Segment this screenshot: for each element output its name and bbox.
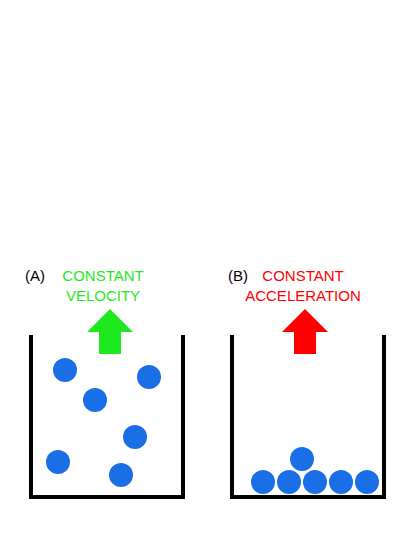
ball-group <box>46 358 161 487</box>
ball-group <box>251 447 379 494</box>
up-arrow <box>282 309 328 354</box>
ball <box>137 365 161 389</box>
ball <box>329 470 353 494</box>
ball <box>123 425 147 449</box>
up-arrow <box>87 309 133 354</box>
ball <box>277 470 301 494</box>
ball <box>303 470 327 494</box>
ball <box>290 447 314 471</box>
motion-label: CONSTANT VELOCITY <box>55 266 151 306</box>
motion-label: CONSTANT ACCELERATION <box>243 266 363 306</box>
ball <box>53 358 77 382</box>
ball <box>83 388 107 412</box>
ball <box>46 450 70 474</box>
ball <box>355 470 379 494</box>
panel-label: (B) <box>228 266 268 286</box>
ball <box>251 470 275 494</box>
container <box>232 335 384 497</box>
panel-label: (A) <box>25 266 65 286</box>
container <box>31 335 183 497</box>
ball <box>109 463 133 487</box>
